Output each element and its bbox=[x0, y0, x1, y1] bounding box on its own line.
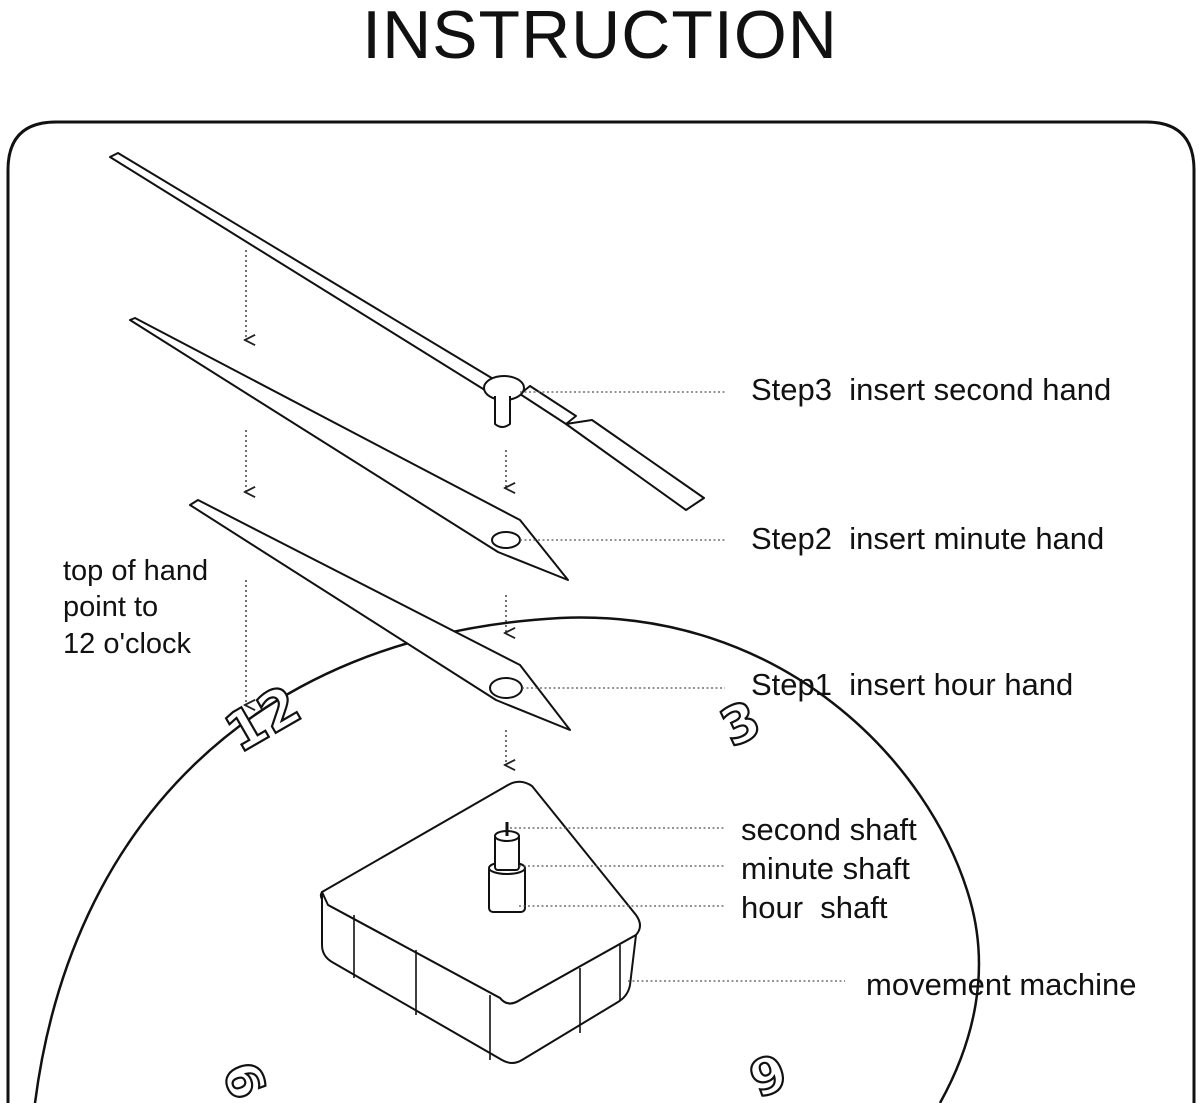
step1-label: Step1 insert hour hand bbox=[751, 667, 1073, 702]
minute-hand bbox=[129, 317, 569, 581]
dial-number-12: 12 bbox=[213, 672, 312, 766]
step3-label: Step3 insert second hand bbox=[751, 372, 1111, 407]
note-line-3: 12 o'clock bbox=[63, 628, 192, 660]
note-line-1: top of hand bbox=[63, 555, 208, 587]
frame-border bbox=[6, 120, 1196, 1103]
note-line-2: point to bbox=[63, 591, 158, 623]
dial-number-6: 6 bbox=[740, 1040, 795, 1103]
hour-shaft-label: hour shaft bbox=[741, 890, 888, 925]
assembly-arrows bbox=[246, 250, 506, 765]
movement-machine-label: movement machine bbox=[866, 967, 1137, 1002]
second-hand bbox=[109, 152, 705, 511]
svg-text:12: 12 bbox=[214, 673, 311, 765]
page-title: INSTRUCTION bbox=[362, 0, 838, 73]
hour-hand bbox=[189, 499, 571, 731]
leader-lines bbox=[510, 391, 845, 982]
minute-shaft-label: minute shaft bbox=[741, 851, 910, 886]
svg-text:6: 6 bbox=[741, 1041, 794, 1103]
dial-number-9: 9 bbox=[212, 1052, 281, 1103]
movement-machine bbox=[319, 780, 641, 1064]
svg-text:9: 9 bbox=[213, 1053, 279, 1103]
clock-face bbox=[33, 616, 981, 1103]
step2-label: Step2 insert minute hand bbox=[751, 521, 1104, 556]
second-shaft-label: second shaft bbox=[741, 812, 917, 847]
